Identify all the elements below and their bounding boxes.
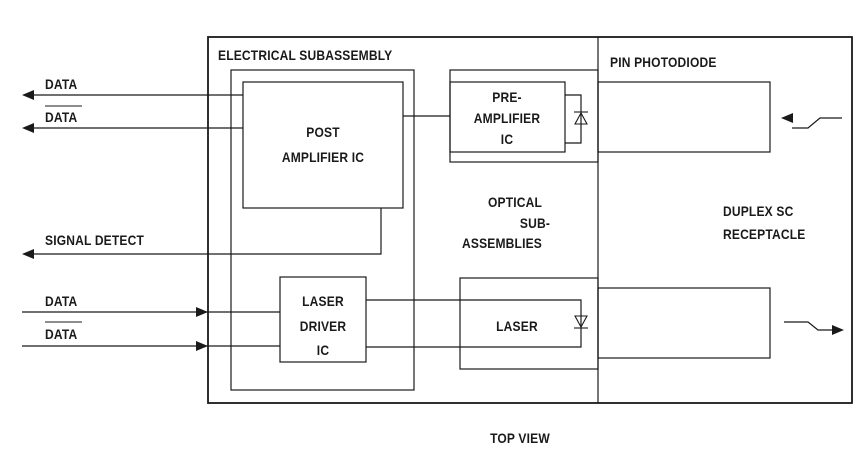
rx-data-label: DATA bbox=[45, 76, 78, 92]
pre-amplifier-label-1: PRE- bbox=[492, 89, 522, 105]
duplex-sc-label-2: RECEPTACLE bbox=[723, 226, 806, 242]
pre-amplifier-box bbox=[449, 81, 566, 153]
tx-light-arrow bbox=[832, 325, 844, 335]
post-amplifier-label-1: POST bbox=[306, 124, 340, 140]
pin-photodiode-label: PIN PHOTODIODE bbox=[610, 54, 717, 70]
top-view-label: TOP VIEW bbox=[490, 430, 550, 446]
signal-detect-line bbox=[30, 208, 382, 255]
laser-driver-label-2: DRIVER bbox=[299, 318, 347, 334]
tx-data-arrow bbox=[196, 307, 208, 317]
signal-detect-label: SIGNAL DETECT bbox=[45, 232, 145, 248]
laser-label: LASER bbox=[496, 318, 538, 334]
rx-light-arrow bbox=[781, 113, 793, 123]
rx-data-bar-label: DATA bbox=[45, 109, 78, 125]
electrical-subassembly-label: ELECTRICAL SUBASSEMBLY bbox=[218, 47, 393, 63]
post-amplifier-label-2: AMPLIFIER IC bbox=[281, 149, 365, 165]
module-outline bbox=[207, 36, 853, 404]
rx-data-bar-arrow bbox=[22, 123, 34, 133]
tx-data-label: DATA bbox=[45, 293, 78, 309]
photodiode-loop bbox=[565, 94, 582, 144]
signal-detect-arrow bbox=[22, 249, 34, 259]
pre-amplifier-label-2: AMPLIFIER bbox=[473, 110, 541, 126]
optical-subassemblies-label-2: SUB- bbox=[519, 215, 551, 231]
receptacle-tx-port bbox=[597, 287, 771, 359]
tx-data-bar-label: DATA bbox=[45, 326, 78, 342]
photodiode-icon bbox=[574, 111, 588, 125]
tx-data-bar-arrow bbox=[196, 341, 208, 351]
optical-subassemblies-label-1: OPTICAL bbox=[487, 194, 543, 210]
laser-driver-label-1: LASER bbox=[302, 293, 344, 309]
tx-light-path bbox=[784, 321, 832, 331]
electrical-subassembly-box bbox=[230, 69, 415, 391]
laser-loop bbox=[366, 299, 582, 348]
laser-driver-label-3: IC bbox=[316, 342, 330, 358]
duplex-sc-label-1: DUPLEX SC bbox=[723, 203, 794, 219]
receptacle-rx-port bbox=[597, 81, 771, 153]
rx-light-path bbox=[792, 117, 842, 129]
laser-driver-box bbox=[279, 276, 367, 363]
post-amplifier-box bbox=[242, 81, 404, 209]
rx-data-arrow bbox=[22, 90, 34, 100]
pre-amplifier-label-3: IC bbox=[500, 131, 514, 147]
laser-diode-icon bbox=[574, 315, 588, 329]
optical-subassemblies-label-3: ASSEMBLIES bbox=[461, 235, 542, 251]
